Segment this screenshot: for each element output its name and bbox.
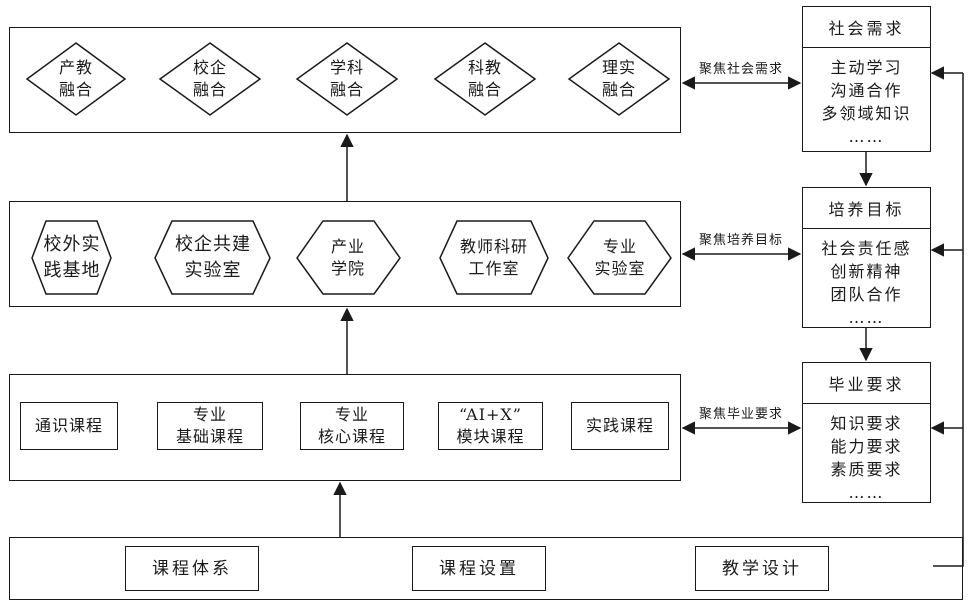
diamond-label-5: 理实融合 xyxy=(601,58,636,99)
hexagon-shape xyxy=(439,220,549,295)
side-item: 社会责任感 xyxy=(821,239,912,258)
side-item: 团队合作 xyxy=(830,285,903,304)
diamond-label-3: 学科融合 xyxy=(329,58,364,99)
hexagon-shape xyxy=(154,220,271,295)
side-title-graduation: 毕业要求 xyxy=(803,363,930,404)
side-item: …… xyxy=(848,308,885,327)
course-box-ai-module: “AI+X”模块课程 xyxy=(438,402,543,450)
side-item: …… xyxy=(848,483,885,502)
course-box-general: 通识课程 xyxy=(20,402,118,450)
side-box-social-needs: 社会需求 主动学习 沟通合作 多领域知识 …… xyxy=(802,6,931,152)
diamond-label-4: 科教融合 xyxy=(467,58,502,99)
hexagon-shape xyxy=(567,220,672,295)
diamond-shape xyxy=(25,42,127,116)
diamond-shape xyxy=(295,42,399,116)
diamond-label-2: 校企融合 xyxy=(192,58,227,99)
side-box-training-goals: 培养目标 社会责任感 创新精神 团队合作 …… xyxy=(802,187,931,328)
side-item: …… xyxy=(848,127,885,146)
hexagon-shape xyxy=(31,220,112,295)
diamond-shape xyxy=(433,42,537,116)
diamond-shape xyxy=(567,42,671,116)
side-item: 知识要求 xyxy=(830,414,903,433)
hexagon-shape xyxy=(296,220,401,295)
hexagon-label-5: 专业实验室 xyxy=(594,237,646,278)
hexagon-label-4: 教师科研工作室 xyxy=(459,237,528,278)
base-box-teaching-design: 教学设计 xyxy=(695,546,829,591)
side-title-goals: 培养目标 xyxy=(803,188,930,229)
focus-graduation-label: 聚焦毕业要求 xyxy=(698,407,783,422)
course-box-foundation: 专业基础课程 xyxy=(157,402,263,450)
side-item: 沟通合作 xyxy=(830,81,903,100)
side-item: 主动学习 xyxy=(830,58,903,77)
side-item: 多领域知识 xyxy=(821,104,912,123)
hexagon-label-3: 产业学院 xyxy=(330,237,365,278)
base-box-curriculum-system: 课程体系 xyxy=(125,546,259,591)
diamond-label-1: 产教融合 xyxy=(58,58,93,99)
diamond-shape xyxy=(158,42,262,116)
course-box-practice: 实践课程 xyxy=(571,402,669,450)
focus-goals-label: 聚焦培养目标 xyxy=(698,233,783,248)
base-box-course-setup: 课程设置 xyxy=(412,546,546,591)
side-box-graduation-requirements: 毕业要求 知识要求 能力要求 素质要求 …… xyxy=(802,362,931,503)
side-item: 素质要求 xyxy=(830,460,903,479)
hexagon-label-1: 校外实践基地 xyxy=(43,234,101,281)
side-title-social: 社会需求 xyxy=(803,7,930,48)
side-item: 创新精神 xyxy=(830,262,903,281)
course-box-core: 专业核心课程 xyxy=(300,402,404,450)
side-item: 能力要求 xyxy=(830,437,903,456)
feedback-line xyxy=(933,73,964,567)
focus-social-label: 聚焦社会需求 xyxy=(698,62,783,77)
hexagon-label-2: 校企共建实验室 xyxy=(175,234,251,281)
